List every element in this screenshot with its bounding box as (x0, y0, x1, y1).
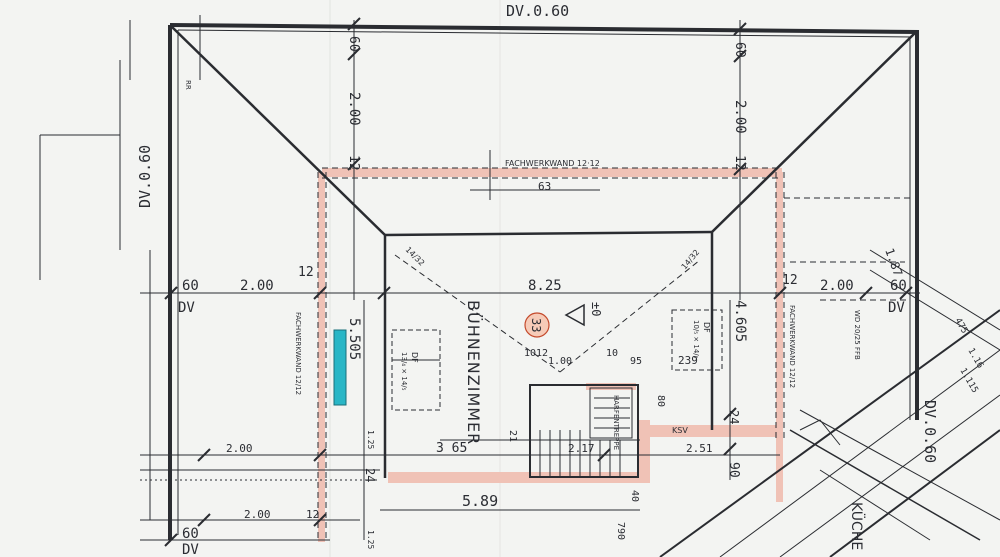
top-dv-label: DV.0.60 (506, 2, 569, 20)
level-mark: ±0 (589, 302, 603, 316)
skylight-boxes (391, 309, 723, 411)
dim-v-200-left: 2.00 (346, 92, 362, 126)
dim-dv-left: DV (178, 300, 195, 316)
dim-21: 21 (507, 430, 518, 442)
dim-200-bottom: 2.00 (244, 508, 271, 521)
dim-589: 5.89 (462, 492, 498, 510)
dim-right-60: 60 (890, 278, 907, 294)
dim-790: 790 (615, 522, 626, 540)
dim-12-bottom: 12 (306, 508, 319, 521)
wall-label-left: FACHWERKWAND 12/12 (294, 312, 302, 395)
dim-10: 10 (606, 348, 618, 359)
window-marker (333, 329, 347, 406)
wall-label-right: FACHWERKWAND 12/12 (788, 305, 796, 388)
dim-825: 8.25 (528, 278, 562, 294)
rr-label: RR (184, 80, 192, 90)
dim-left-60: 60 (182, 278, 199, 294)
ksv-label: KSV (672, 426, 688, 435)
dim-v-200-right: 2.00 (732, 100, 748, 134)
dim-v-12-right: 12 (732, 155, 747, 171)
dim-60-bottom: 60 (182, 526, 199, 542)
dim-63: 63 (538, 180, 551, 193)
kitchen-section (659, 249, 1000, 557)
dim-24b: 24 (363, 468, 377, 482)
dim-100: 1.00 (548, 356, 572, 367)
room-number: 33 (529, 318, 543, 332)
dim-left-200: 2.00 (240, 278, 274, 294)
dashed-walls (317, 167, 910, 540)
dimension-ticks (164, 17, 913, 547)
dim-v-12-left: 12 (346, 155, 361, 171)
dim-dv-right: DV (888, 300, 905, 316)
dim-24: 24 (727, 410, 741, 424)
dim-95: 95 (630, 356, 642, 367)
dim-h-12-right: 12 (782, 273, 798, 288)
dim-217: 2.17 (568, 442, 595, 455)
kitchen-label: KÜCHE (848, 502, 866, 550)
staircase (529, 384, 639, 478)
wall-label-top: FACHWERKWAND 12·12 (505, 159, 600, 168)
stair-label: HARFENTREPPE (612, 395, 620, 450)
level-marker-icon (564, 303, 585, 327)
window-size-2: 10/₅ × 14/₅ (692, 320, 700, 359)
left-dv-label: DV.0.60 (136, 145, 154, 208)
window-label-2: DF (702, 322, 711, 333)
dim-239: 239 (678, 354, 698, 367)
room-number-badge (524, 312, 550, 338)
right-dv-label: DV.0.60 (921, 400, 939, 463)
dim-top-60-left: 60 (346, 36, 361, 52)
dim-40: 40 (629, 490, 640, 502)
dim-200-low: 2.00 (226, 442, 253, 455)
dim-1012: 1012 (524, 348, 548, 359)
dim-365: 3 65 (436, 441, 467, 456)
dim-v-460: 4.605 (732, 300, 748, 342)
wd-label: WD 20/25 FFB (853, 310, 861, 360)
dim-251: 2.51 (686, 442, 713, 455)
dim-90: 90 (726, 462, 741, 478)
dim-h-12-left: 12 (298, 265, 314, 280)
dimension-lines (39, 15, 920, 541)
dim-dv-bottom: DV (182, 542, 199, 557)
dim-125: 1.25 (366, 430, 375, 449)
window-size-1: 13/₄ × 14/₅ (400, 352, 408, 391)
dim-80: 80 (655, 395, 666, 407)
wall-fills (318, 168, 783, 542)
room-name: BÜHNENZIMMER (464, 300, 483, 445)
hip-lines (171, 26, 916, 478)
dim-top-60-right: 60 (732, 42, 747, 58)
dim-right-200: 2.00 (820, 278, 854, 294)
window-label-1: DF (410, 352, 419, 363)
dimension-texts: 8.25 2.00 2.00 60 60 DV DV DV 60 60 2.00… (178, 36, 985, 557)
dim-125b: 1.25 (366, 530, 375, 549)
dim-v-550: 5.505 (346, 318, 362, 360)
roof-outline (168, 23, 919, 540)
